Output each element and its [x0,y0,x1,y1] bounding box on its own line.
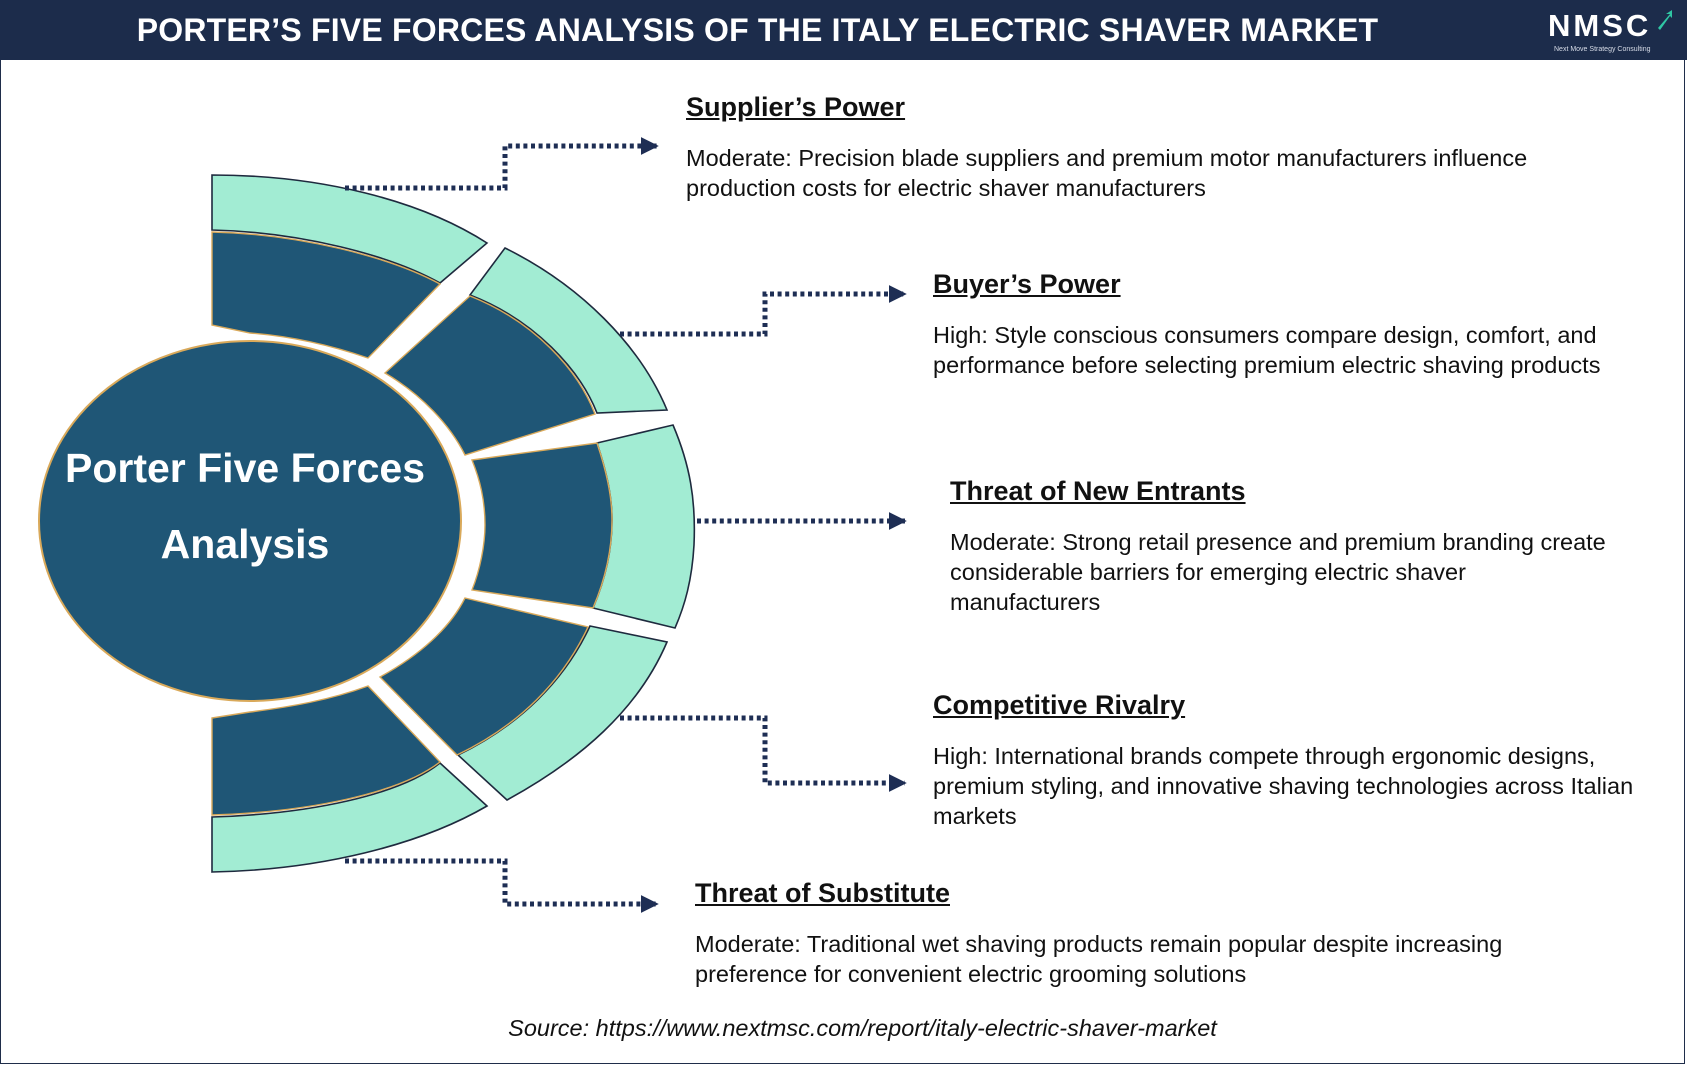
force-title: Supplier’s Power [686,92,906,122]
connector-supplier [345,137,659,191]
segment-5-outer [211,761,489,873]
force-description: High: Style conscious consumers compare … [933,322,1601,378]
nmsc-logo: NMSC Next Move Strategy Consulting [1548,8,1678,56]
segment-1-inner [211,231,442,359]
force-title: Buyer’s Power [933,269,1121,299]
force-title: Competitive Rivalry [933,690,1186,720]
segment-4-inner [378,597,590,756]
source-note: Source: https://www.nextmsc.com/report/i… [508,1015,1217,1041]
logo-arrow-icon [1658,10,1672,30]
force-description: Moderate: Strong retail presence and pre… [950,529,1606,615]
logo-subtitle: Next Move Strategy Consulting [1554,46,1651,53]
force-title: Threat of Substitute [695,878,950,908]
force-threat-substitute: Threat of Substitute Moderate: Tradition… [695,877,1595,989]
force-threat-new-entrants: Threat of New Entrants Moderate: Strong … [950,475,1610,617]
force-description: Moderate: Precision blade suppliers and … [686,145,1528,201]
segment-2-outer [468,246,669,414]
connector-rivalry [620,715,907,792]
segment-3-inner [471,442,613,609]
force-competitive-rivalry: Competitive Rivalry High: International … [933,689,1663,831]
logo-text: NMSC [1548,8,1652,43]
connector-substitute [345,858,659,913]
force-buyer-power: Buyer’s Power High: Style conscious cons… [933,268,1663,380]
segment-4-outer [456,625,669,801]
center-label-line2: Analysis [160,521,330,567]
center-ellipse [38,340,462,702]
segment-1-outer [211,174,489,284]
force-title: Threat of New Entrants [950,476,1246,506]
segment-5-inner [211,685,442,816]
force-description: Moderate: Traditional wet shaving produc… [695,931,1503,987]
center-label-line1: Porter Five Forces [64,445,426,491]
segment-2-inner [383,295,596,456]
force-description: High: International brands compete throu… [933,743,1634,829]
header-bar: PORTER’S FIVE FORCES ANALYSIS OF THE ITA… [0,0,1687,60]
page-title: PORTER’S FIVE FORCES ANALYSIS OF THE ITA… [136,12,1379,48]
force-supplier-power: Supplier’s Power Moderate: Precision bla… [686,91,1606,203]
connector-buyer [620,285,907,337]
